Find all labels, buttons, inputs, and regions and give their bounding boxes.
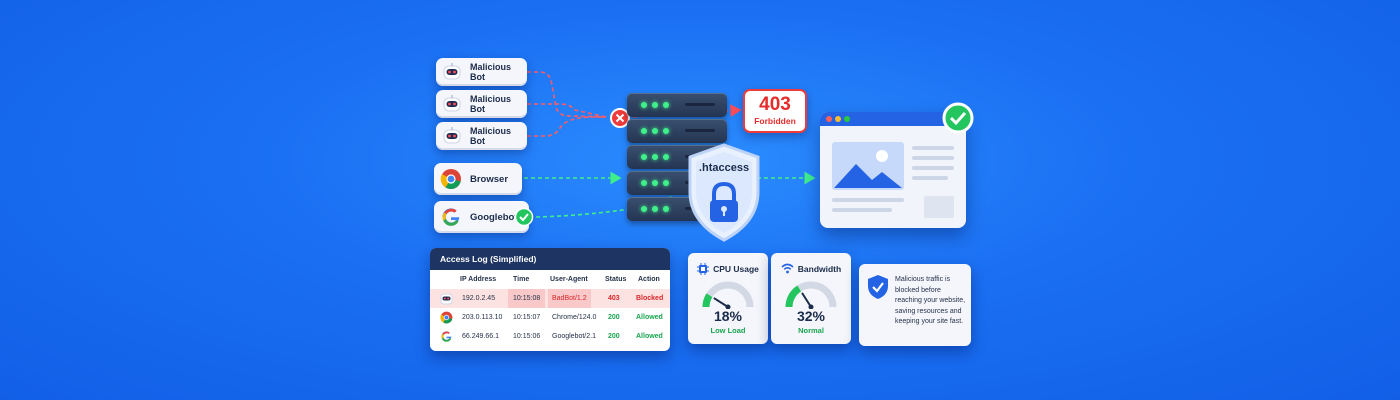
google-icon — [440, 206, 462, 228]
site-check-icon — [942, 102, 974, 134]
block-icon — [610, 108, 630, 128]
robot-icon — [442, 61, 462, 83]
robot-icon — [442, 125, 462, 147]
table-row: 192.0.2.45 10:15:08 BadBot/1.2 403 Block… — [430, 289, 670, 308]
info-text: Malicious traffic is blocked before reac… — [895, 276, 966, 325]
client-malicious-bot: Malicious Bot — [436, 58, 527, 86]
chrome-icon — [440, 168, 462, 190]
server-unit — [627, 119, 727, 143]
info-card: Malicious traffic is blocked before reac… — [859, 264, 971, 346]
cell-agent: Chrome/124.0 — [552, 314, 597, 321]
client-malicious-bot: Malicious Bot — [436, 90, 527, 118]
card-status: Normal — [798, 326, 824, 335]
bandwidth-card: Bandwidth 32% Normal — [771, 253, 851, 344]
cell-agent: Googlebot/2.1 — [552, 333, 596, 340]
cell-status: 200 — [608, 333, 620, 340]
client-label: Malicious Bot — [470, 126, 512, 146]
google-icon — [441, 331, 452, 342]
status-text: Forbidden — [754, 116, 796, 126]
card-value: 32% — [796, 308, 826, 324]
column-header: Time — [513, 276, 530, 283]
window-titlebar — [820, 112, 966, 126]
wifi-icon — [781, 263, 794, 274]
client-label: Browser — [470, 173, 509, 185]
cell-ip: 66.249.66.1 — [462, 333, 499, 340]
forbidden-badge: 403 Forbidden — [743, 89, 807, 133]
cpu-usage-card: CPU Usage 18% Low Load — [688, 253, 768, 344]
cell-agent: BadBot/1.2 — [548, 289, 591, 308]
bot3-path — [527, 116, 606, 137]
column-header: Status — [605, 276, 627, 283]
card-title: CPU Usage — [713, 264, 759, 274]
column-header: IP Address — [460, 276, 497, 283]
table-row: 66.249.66.1 10:15:06 Googlebot/2.1 200 A… — [430, 327, 670, 346]
client-label: Googlebot — [470, 211, 518, 223]
shield-check-icon — [868, 275, 888, 299]
access-log-title: Access Log (Simplified) — [430, 248, 670, 270]
robot-icon — [442, 93, 462, 115]
robot-icon — [440, 293, 453, 305]
cell-action: Allowed — [636, 314, 663, 321]
card-status: Low Load — [710, 326, 746, 335]
cell-action: Allowed — [636, 333, 663, 340]
website-window — [820, 112, 966, 228]
shield-label: .htaccess — [698, 162, 750, 174]
googlebot-check-icon — [514, 207, 534, 227]
cell-ip: 192.0.2.45 — [462, 295, 496, 302]
htaccess-shield-icon — [688, 143, 760, 242]
cell-ip: 203.0.113.10 — [462, 314, 503, 321]
column-header: User-Agent — [550, 276, 588, 283]
server-unit — [627, 93, 727, 117]
client-googlebot: Googlebot — [434, 201, 529, 233]
cell-time: 10:15:07 — [513, 314, 541, 321]
client-malicious-bot: Malicious Bot — [436, 122, 527, 150]
cpu-chip-icon — [697, 263, 710, 275]
table-header: IP Address Time User-Agent Status Action — [430, 270, 670, 289]
access-log-table: Access Log (Simplified) IP Address Time … — [430, 248, 670, 351]
client-label: Malicious Bot — [470, 94, 512, 114]
cell-time: 10:15:08 — [508, 289, 546, 308]
cell-status: 403 — [608, 295, 620, 302]
cell-status: 200 — [608, 314, 620, 321]
bot1-path — [527, 71, 607, 118]
client-label: Malicious Bot — [470, 62, 512, 82]
cpu-gauge — [702, 281, 754, 309]
chrome-icon — [440, 311, 453, 324]
table-row: 203.0.113.10 10:15:07 Chrome/124.0 200 A… — [430, 308, 670, 327]
bot2-path — [527, 103, 607, 118]
card-value: 18% — [713, 308, 743, 324]
status-code: 403 — [759, 94, 791, 115]
card-title: Bandwidth — [797, 263, 842, 274]
client-browser: Browser — [434, 163, 522, 195]
column-header: Action — [638, 276, 660, 283]
bandwidth-gauge — [785, 281, 837, 309]
cell-action: Blocked — [636, 295, 664, 302]
image-placeholder-icon — [832, 142, 954, 218]
cell-time: 10:15:06 — [513, 333, 541, 340]
